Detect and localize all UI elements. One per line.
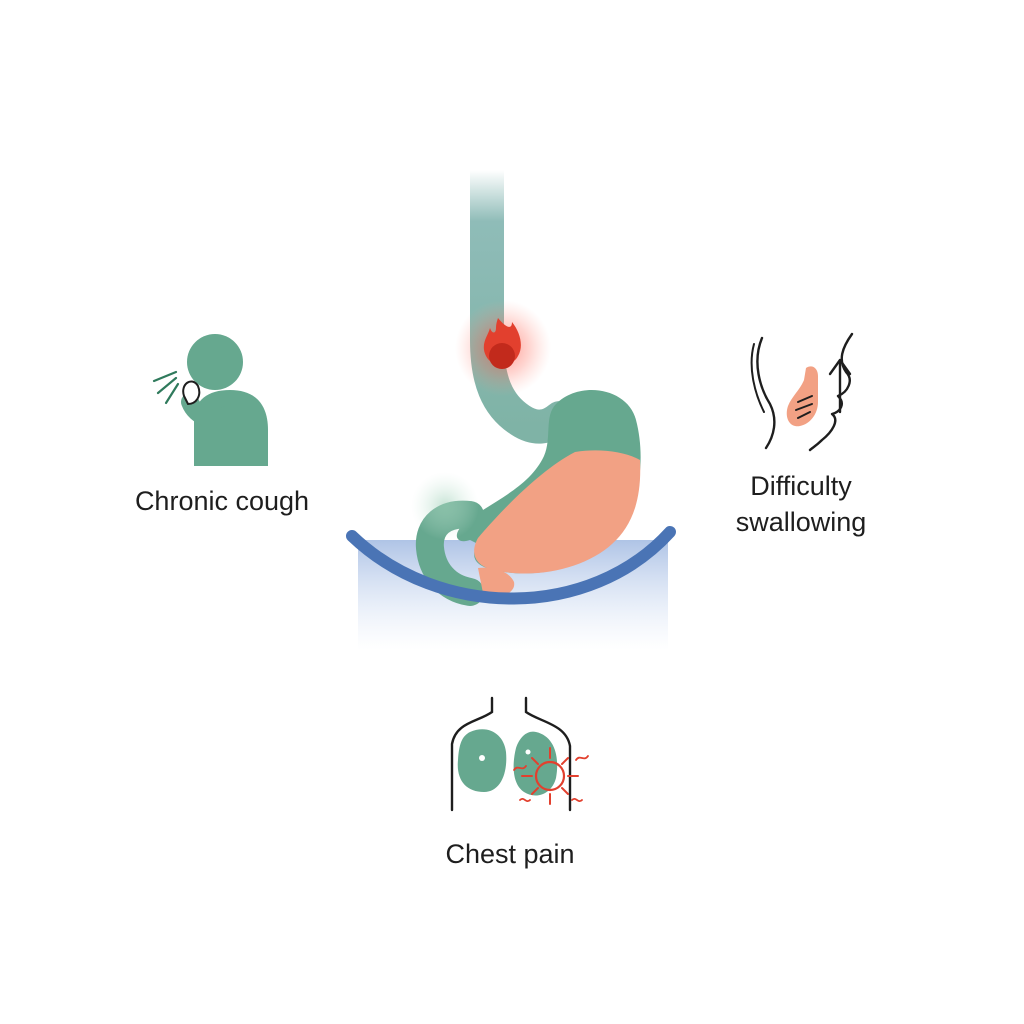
flame-icon: [483, 318, 521, 369]
symptom-label-difficulty-swallowing: Difficulty swallowing: [735, 471, 867, 537]
symptom-label-chronic-cough: Chronic cough: [134, 486, 310, 516]
throat-profile-icon: [750, 332, 854, 452]
coughing-person-icon: [152, 334, 268, 466]
stomach-esophagus-icon: [346, 153, 676, 650]
symptom-label-chest-pain: Chest pain: [445, 839, 575, 869]
chest-lungs-pain-icon: [450, 696, 589, 812]
